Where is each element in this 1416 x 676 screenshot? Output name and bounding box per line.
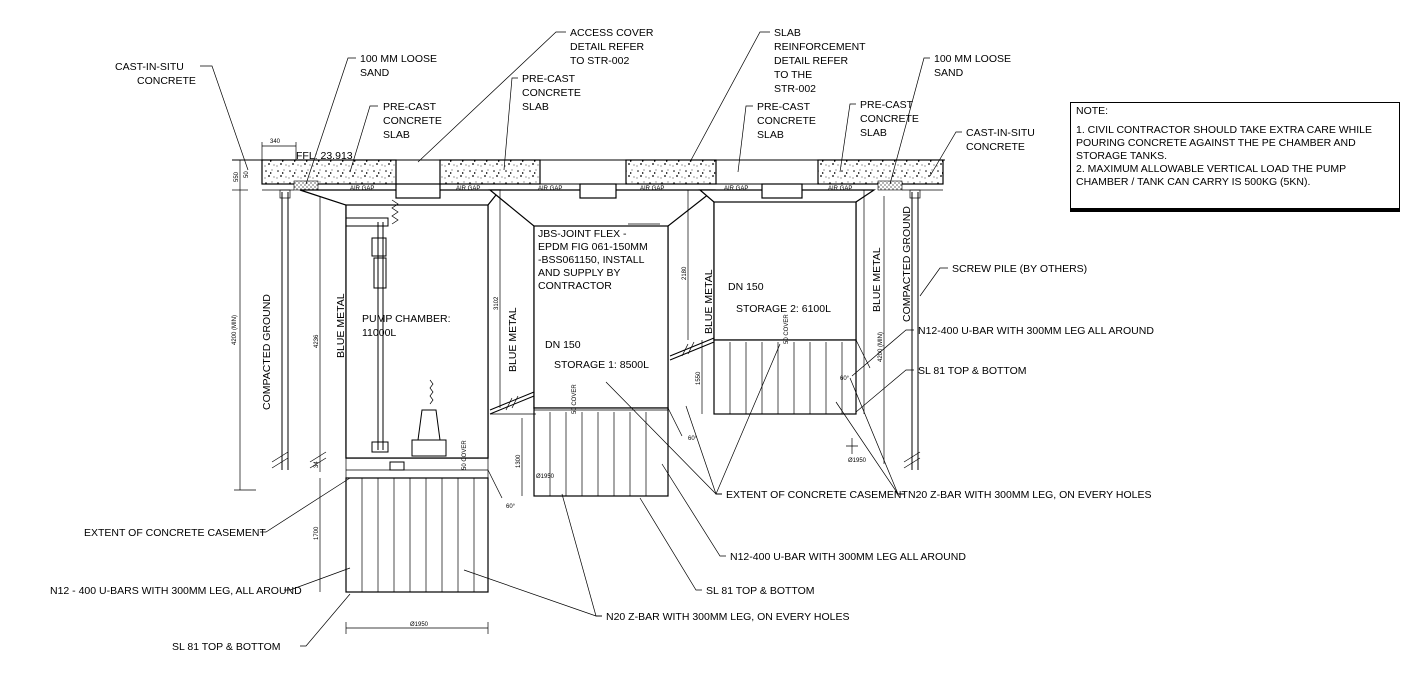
n20-right-label: N20 Z-BAR WITH 300MM LEG, ON EVERY HOLES bbox=[908, 489, 1152, 501]
angle-60-left: 60° bbox=[506, 504, 516, 510]
dim-1950-s2: Ø1950 bbox=[848, 458, 867, 464]
cast-right-2: CONCRETE bbox=[966, 141, 1025, 153]
jbs-line-2: EPDM FIG 061-150MM bbox=[538, 241, 648, 253]
access-1: ACCESS COVER bbox=[570, 27, 654, 39]
sand-left-1: 100 MM LOOSE bbox=[360, 53, 437, 65]
pump-chamber-volume: 11000L bbox=[362, 327, 396, 339]
dim-4236: 4236 bbox=[314, 334, 320, 348]
callouts-bottom: EXTENT OF CONCRETE CASEMENT N12 - 400 U-… bbox=[50, 463, 966, 653]
cover-left: 50 COVER bbox=[462, 440, 468, 470]
n12-right-label: N12-400 U-BAR WITH 300MM LEG ALL AROUND bbox=[918, 325, 1154, 337]
precast-3-b: CONCRETE bbox=[757, 115, 816, 127]
dim-1950-pump: Ø1950 bbox=[410, 622, 429, 628]
screw-pile-label: SCREW PILE (BY OTHERS) bbox=[952, 263, 1087, 275]
precast-2-b: CONCRETE bbox=[522, 87, 581, 99]
dim-550: 550 bbox=[234, 171, 240, 182]
note-item-1: 1. CIVIL CONTRACTOR SHOULD TAKE EXTRA CA… bbox=[1076, 124, 1373, 162]
precast-3-c: SLAB bbox=[757, 129, 784, 141]
n20-center-label: N20 Z-BAR WITH 300MM LEG, ON EVERY HOLES bbox=[606, 611, 850, 623]
sand-right-2: SAND bbox=[934, 67, 964, 79]
cast-left-2: CONCRETE bbox=[137, 75, 196, 87]
jbs-line-5: CONTRACTOR bbox=[538, 280, 612, 292]
precast-4-b: CONCRETE bbox=[860, 113, 919, 125]
access-2: DETAIL REFER bbox=[570, 41, 645, 53]
storage-1-label: STORAGE 1: 8500L bbox=[554, 359, 649, 371]
dim-1950-s1: Ø1950 bbox=[536, 474, 555, 480]
dim-1550: 1550 bbox=[696, 371, 702, 385]
precast-2-c: SLAB bbox=[522, 101, 549, 113]
blue-metal-right-a: BLUE METAL bbox=[703, 269, 715, 334]
reinf-2: REINFORCEMENT bbox=[774, 41, 866, 53]
dim-34: 34 bbox=[314, 461, 320, 468]
storage-1: AIR GAP AIR GAP JBS-JOINT FLEX - EPDM FI… bbox=[488, 183, 716, 497]
dn150-a: DN 150 bbox=[545, 339, 581, 351]
air-gap-3: AIR GAP bbox=[538, 186, 562, 192]
air-gap-4: AIR GAP bbox=[640, 186, 664, 192]
left-ground: 4200 (MIN) COMPACTED GROUND BLUE METAL 4… bbox=[232, 189, 347, 491]
jbs-line-3: -BSS061150, INSTALL bbox=[538, 254, 645, 266]
dim-2180: 2180 bbox=[682, 266, 688, 280]
dim-1700: 1700 bbox=[314, 526, 320, 540]
storage-2-label: STORAGE 2: 6100L bbox=[736, 303, 831, 315]
compacted-ground-left: COMPACTED GROUND bbox=[261, 294, 273, 410]
precast-3-a: PRE-CAST bbox=[757, 101, 811, 113]
note-title: NOTE: bbox=[1076, 105, 1109, 117]
reinf-5: STR-002 bbox=[774, 83, 816, 95]
precast-4-c: SLAB bbox=[860, 127, 887, 139]
reinf-3: DETAIL REFER bbox=[774, 55, 849, 67]
cover-center: 50 COVER bbox=[572, 384, 578, 414]
note-item-2: 2. MAXIMUM ALLOWABLE VERTICAL LOAD THE P… bbox=[1076, 163, 1346, 188]
dim-1300: 1300 bbox=[516, 454, 522, 468]
blue-metal-right: BLUE METAL bbox=[871, 247, 883, 312]
angle-60-right: 60° bbox=[840, 376, 850, 382]
blue-metal-center: BLUE METAL bbox=[507, 307, 519, 372]
note-box: NOTE: 1. CIVIL CONTRACTOR SHOULD TAKE EX… bbox=[1070, 102, 1400, 212]
cast-right-1: CAST-IN-SITU bbox=[966, 127, 1035, 139]
dim-4200-right: 4200 (MIN) bbox=[878, 332, 884, 362]
dim-50: 50 bbox=[244, 171, 250, 178]
jbs-line-4: AND SUPPLY BY bbox=[538, 267, 620, 279]
dim-4200-left: 4200 (MIN) bbox=[232, 315, 238, 345]
sand-right-1: 100 MM LOOSE bbox=[934, 53, 1011, 65]
precast-1-c: SLAB bbox=[383, 129, 410, 141]
dimension-slab-left: 340 550 50 FFL: 23.913 bbox=[232, 139, 353, 191]
sl81-right-label: SL 81 TOP & BOTTOM bbox=[918, 365, 1027, 377]
precast-4-a: PRE-CAST bbox=[860, 99, 914, 111]
extent-center-label: EXTENT OF CONCRETE CASEMENT bbox=[726, 489, 908, 501]
sl81-left-label: SL 81 TOP & BOTTOM bbox=[172, 641, 281, 653]
sl81-center-label: SL 81 TOP & BOTTOM bbox=[706, 585, 815, 597]
precast-1-a: PRE-CAST bbox=[383, 101, 437, 113]
air-gap-1: AIR GAP bbox=[350, 186, 374, 192]
slab bbox=[232, 159, 945, 191]
angle-60-center: 60° bbox=[688, 436, 698, 442]
ffl-label: FFL: 23.913 bbox=[296, 150, 353, 162]
reinf-1: SLAB bbox=[774, 27, 801, 39]
cast-left-1: CAST-IN-SITU bbox=[115, 61, 184, 73]
reinf-4: TO THE bbox=[774, 69, 812, 81]
dim-340: 340 bbox=[270, 139, 281, 145]
jbs-line-1: JBS-JOINT FLEX - bbox=[538, 228, 627, 240]
precast-1-b: CONCRETE bbox=[383, 115, 442, 127]
air-gap-5: AIR GAP bbox=[724, 186, 748, 192]
callouts-right: SCREW PILE (BY OTHERS) N12-400 U-BAR WIT… bbox=[605, 263, 1154, 501]
compacted-ground-right: COMPACTED GROUND bbox=[901, 206, 913, 322]
cover-right: 50 COVER bbox=[784, 314, 790, 344]
extent-left-label: EXTENT OF CONCRETE CASEMENT bbox=[84, 527, 266, 539]
n12-center-label: N12-400 U-BAR WITH 300MM LEG ALL AROUND bbox=[730, 551, 966, 563]
air-gap-6: AIR GAP bbox=[828, 186, 852, 192]
storage-2: AIR GAP AIR GAP DN 150 STORAGE 2: 6100L … bbox=[669, 183, 876, 464]
n12-left-label: N12 - 400 U-BARS WITH 300MM LEG, ALL ARO… bbox=[50, 585, 302, 597]
access-3: TO STR-002 bbox=[570, 55, 629, 67]
dim-3102: 3102 bbox=[494, 296, 500, 310]
air-gap-2: AIR GAP bbox=[456, 186, 480, 192]
blue-metal-left: BLUE METAL bbox=[335, 293, 347, 358]
pump-chamber-name: PUMP CHAMBER: bbox=[362, 313, 451, 325]
dn150-b: DN 150 bbox=[728, 281, 764, 293]
pump-chamber: AIR GAP AIR GAP PUMP CHAMBER: 11000L 60 bbox=[299, 183, 516, 634]
callouts-top: CAST-IN-SITU CONCRETE 100 MM LOOSE SAND … bbox=[115, 27, 1035, 185]
right-ground: BLUE METAL 4200 (MIN) COMPACTED GROUND bbox=[863, 189, 921, 470]
precast-2-a: PRE-CAST bbox=[522, 73, 576, 85]
sand-left-2: SAND bbox=[360, 67, 390, 79]
